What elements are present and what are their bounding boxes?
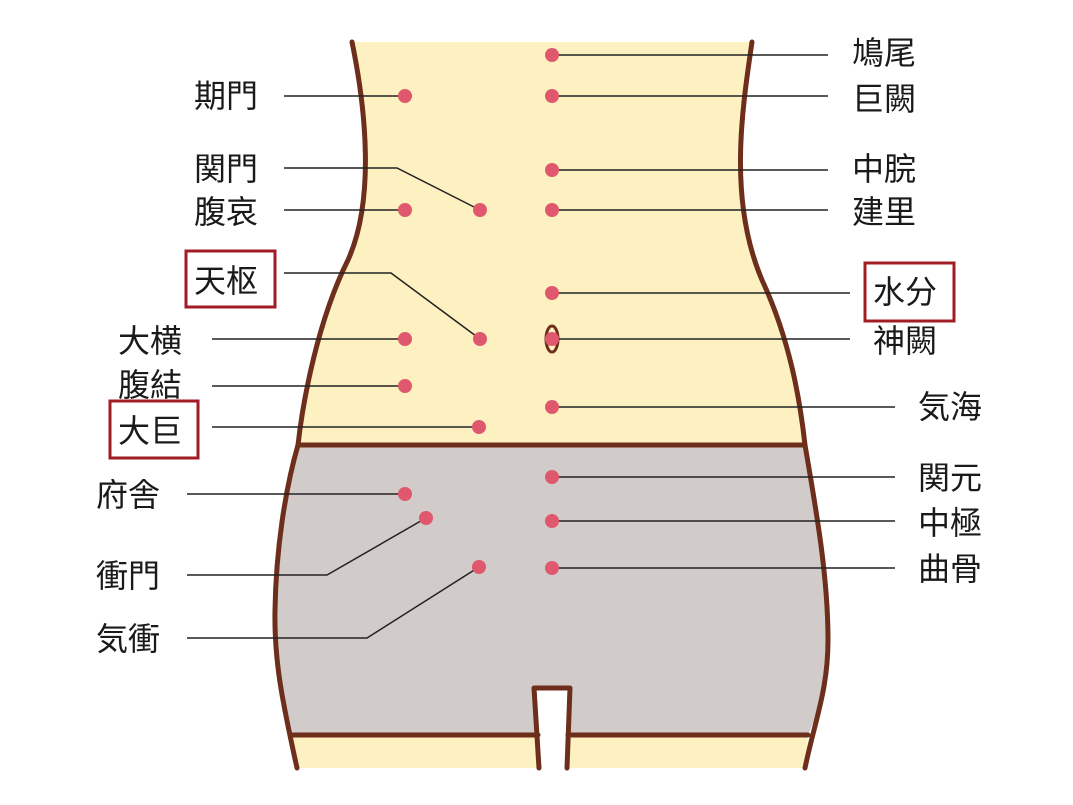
- label-shinketsu: 神闕: [873, 322, 937, 360]
- point-chukyoku: [545, 514, 559, 528]
- point-fusha: [398, 487, 412, 501]
- label-kenri: 建里: [852, 193, 916, 231]
- label-chukan: 中脘: [852, 150, 916, 188]
- label-kangen: 関元: [918, 459, 982, 497]
- left-side-outline: [272, 39, 368, 771]
- crotch-outline: [531, 685, 573, 771]
- label-chukyoku: 中極: [918, 504, 982, 542]
- label-daiko: 大巨: [118, 412, 182, 450]
- point-daio: [398, 332, 412, 346]
- label-kanmon: 関門: [194, 150, 258, 188]
- point-suibun: [545, 286, 559, 300]
- shorts: [274, 445, 829, 735]
- label-fukuketsu: 腹結: [118, 366, 182, 404]
- label-fukuai: 腹哀: [194, 193, 258, 231]
- point-kyubi: [545, 48, 559, 62]
- point-daiko: [472, 420, 486, 434]
- highlight-boxes: [108, 249, 956, 460]
- body-outline: [272, 39, 831, 771]
- point-fukuketsu: [398, 379, 412, 393]
- leader-tensu: [284, 272, 481, 340]
- torso-skin: [298, 42, 805, 445]
- label-kisho: 気衝: [96, 620, 160, 658]
- highlight-box-daiko: [108, 399, 200, 460]
- leader-shomon: [187, 517, 427, 576]
- label-koketsu: 巨闕: [852, 80, 916, 118]
- point-kanmon: [473, 203, 487, 217]
- point-shomon: [419, 511, 433, 525]
- leg-skin-left: [292, 735, 539, 768]
- acupoints: [398, 48, 559, 575]
- point-shinketsu: [545, 332, 559, 346]
- point-kyokotsu: [545, 561, 559, 575]
- point-kenri: [545, 203, 559, 217]
- point-kisho: [472, 560, 486, 574]
- leader-lines: [187, 54, 895, 639]
- highlight-box-tensu: [184, 249, 277, 309]
- label-shomon: 衝門: [96, 557, 160, 595]
- point-tensu: [473, 332, 487, 346]
- label-kikai: 気海: [918, 388, 982, 426]
- label-suibun: 水分: [873, 273, 937, 311]
- label-kimon: 期門: [194, 77, 258, 115]
- label-kyubi: 鳩尾: [852, 34, 916, 72]
- point-koketsu: [545, 89, 559, 103]
- point-fukuai: [398, 203, 412, 217]
- leg-skin-right: [567, 735, 808, 768]
- label-kyokotsu: 曲骨: [918, 550, 982, 588]
- point-chukan: [545, 163, 559, 177]
- label-daio: 大横: [118, 322, 182, 360]
- point-kimon: [398, 89, 412, 103]
- point-kangen: [545, 470, 559, 484]
- label-fusha: 府舎: [96, 476, 160, 514]
- leader-kanmon: [284, 167, 481, 211]
- point-kikai: [545, 400, 559, 414]
- leader-kisho: [187, 566, 480, 639]
- right-side-outline: [738, 39, 831, 771]
- label-tensu: 天枢: [194, 262, 258, 300]
- highlight-box-suibun: [863, 261, 956, 323]
